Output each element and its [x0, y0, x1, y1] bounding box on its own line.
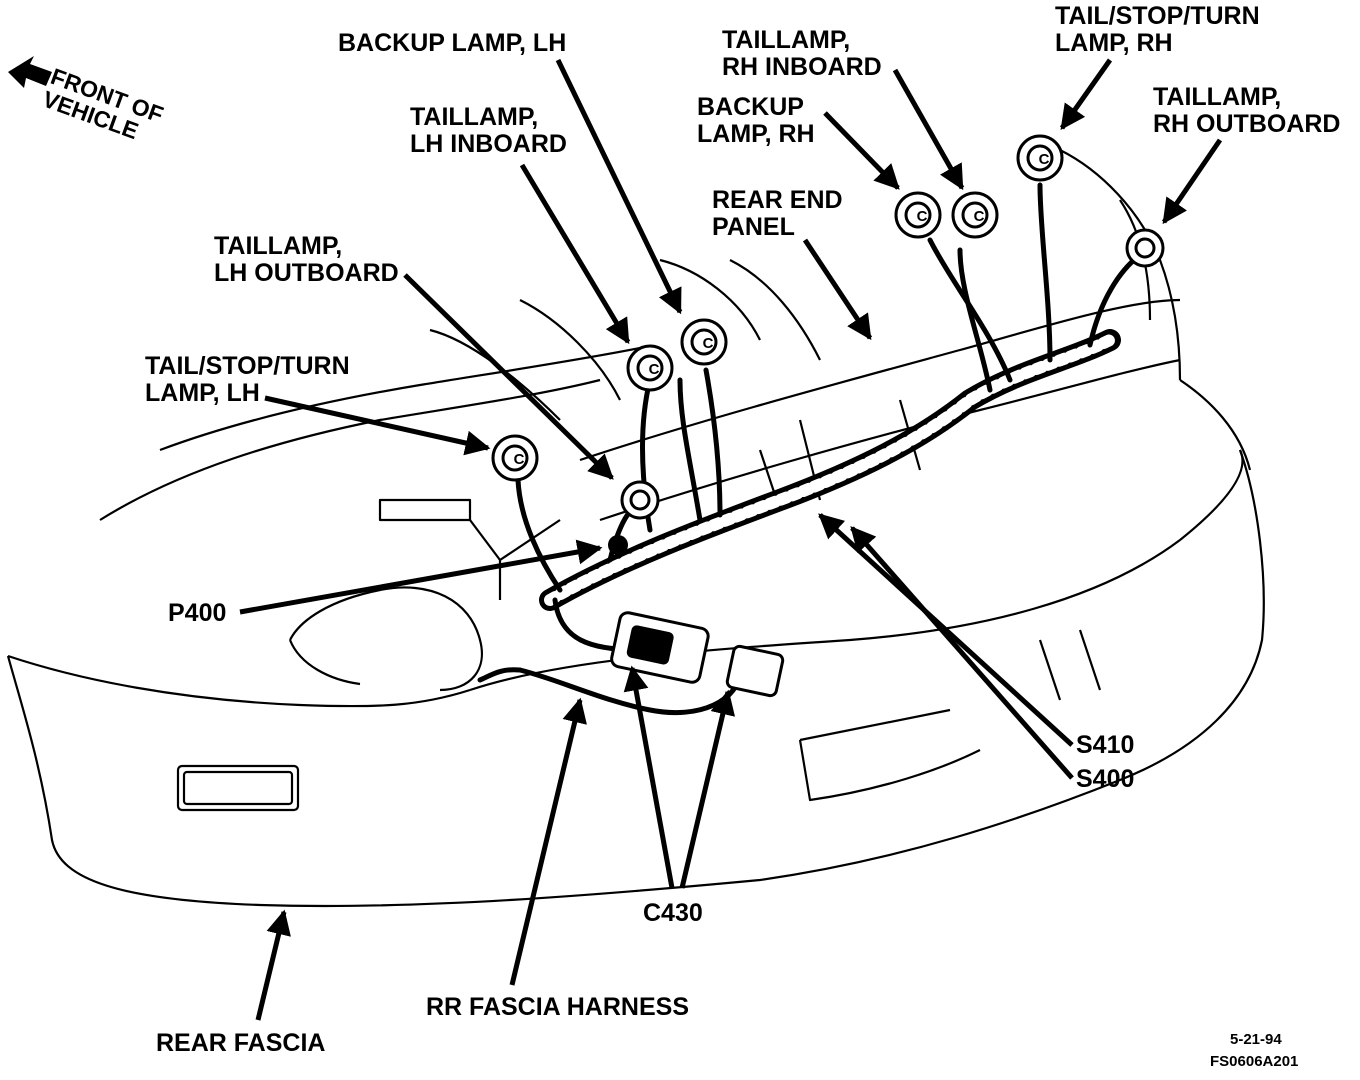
label-c430: C430	[643, 899, 703, 927]
c430-connector	[610, 611, 785, 698]
label-taillamp-rh-inboard: TAILLAMP, RH INBOARD	[722, 26, 882, 81]
label-taillamp-lh-inboard: TAILLAMP, LH INBOARD	[410, 103, 567, 158]
socket-letter: C	[1039, 151, 1050, 168]
label-tail-stop-turn-rh: TAIL/STOP/TURN LAMP, RH	[1055, 2, 1260, 57]
socket-letter: C	[514, 451, 525, 468]
label-rr-fascia-harness: RR FASCIA HARNESS	[426, 993, 689, 1021]
p400-connector	[608, 535, 628, 555]
socket-letter: C	[703, 335, 714, 352]
label-tail-stop-turn-lh: TAIL/STOP/TURN LAMP, LH	[145, 352, 350, 407]
leader-arrows	[239, 58, 1223, 1021]
label-rear-fascia: REAR FASCIA	[156, 1029, 326, 1057]
socket-letter: C	[917, 208, 928, 225]
socket-backup-lamp-lh	[680, 318, 728, 366]
socket-letter: C	[649, 361, 660, 378]
label-taillamp-rh-outboard: TAILLAMP, RH OUTBOARD	[1153, 83, 1341, 138]
lamp-sockets	[491, 134, 1165, 520]
socket-tail-stop-turn-rh	[1016, 134, 1064, 182]
socket-taillamp-rh-outboard	[1125, 228, 1165, 268]
front-direction-arrow	[8, 56, 52, 88]
figure-id: FS0606A201	[1210, 1053, 1299, 1070]
label-backup-lamp-rh: BACKUP LAMP, RH	[697, 93, 815, 148]
label-s410: S410	[1076, 731, 1135, 759]
label-rear-end-panel: REAR END PANEL	[712, 186, 843, 241]
label-taillamp-lh-outboard: TAILLAMP, LH OUTBOARD	[214, 232, 399, 287]
socket-letters: C C C C C C	[514, 151, 1050, 468]
figure-date: 5-21-94	[1230, 1031, 1282, 1048]
socket-taillamp-lh-outboard	[620, 480, 660, 520]
label-p400: P400	[168, 599, 227, 627]
socket-taillamp-lh-inboard	[626, 344, 674, 392]
label-backup-lamp-lh: BACKUP LAMP, LH	[338, 29, 567, 57]
label-s400: S400	[1076, 765, 1135, 793]
socket-taillamp-rh-inboard	[951, 191, 999, 239]
socket-backup-lamp-rh	[894, 191, 942, 239]
socket-tail-stop-turn-lh	[491, 434, 539, 482]
socket-letter: C	[974, 208, 985, 225]
wiring-harness	[477, 182, 1143, 716]
